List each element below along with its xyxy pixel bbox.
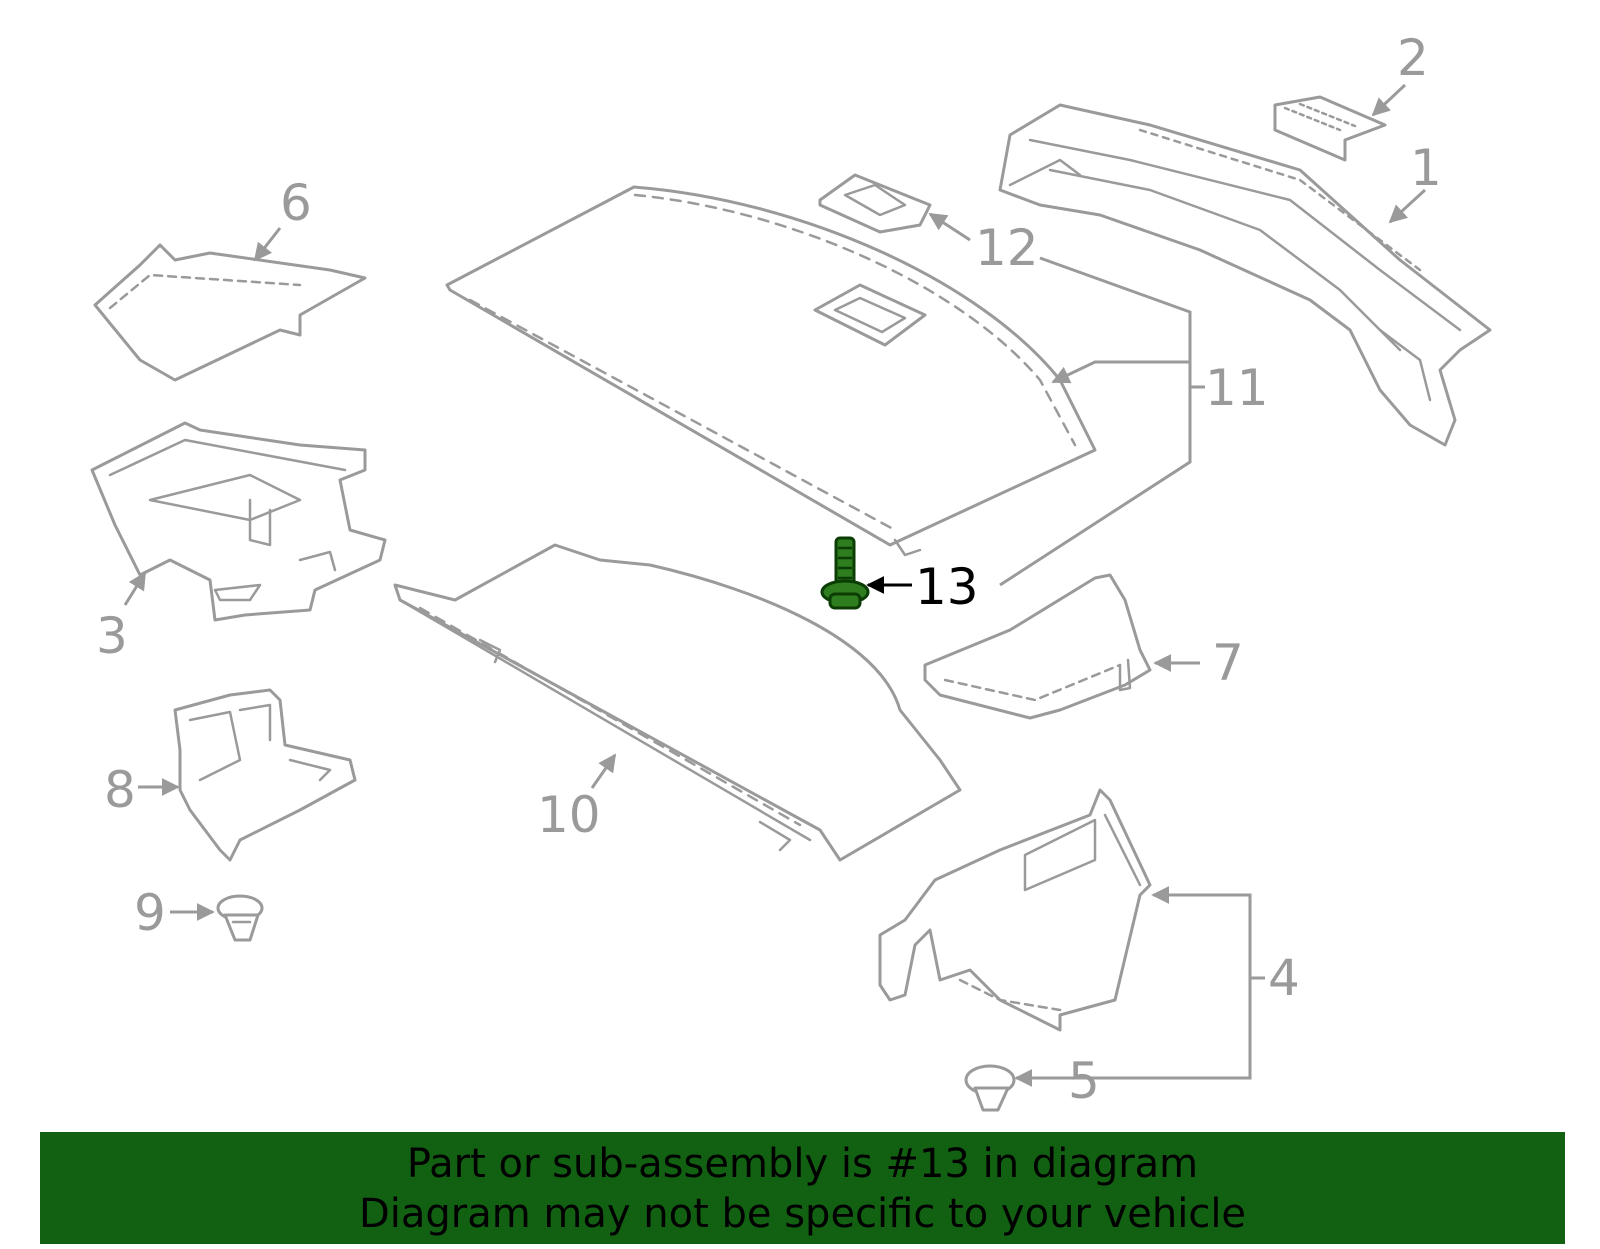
leader-12 <box>928 212 971 242</box>
part-13-bolt <box>820 536 870 610</box>
part-8-bracket <box>173 688 357 862</box>
part-2-vent <box>1273 95 1387 162</box>
callout-8: 8 <box>104 761 136 819</box>
part-3-storage-tray <box>90 421 387 622</box>
leader-6 <box>253 227 282 262</box>
callout-5: 5 <box>1068 1052 1100 1110</box>
callout-6: 6 <box>280 174 312 232</box>
banner-line-2: Diagram may not be specific to your vehi… <box>358 1191 1247 1237</box>
part-1-rear-sill-trim <box>998 103 1492 447</box>
part-6-side-panel <box>93 243 367 382</box>
callout-7: 7 <box>1212 634 1244 692</box>
part-4-side-trim <box>878 788 1152 1032</box>
bracket-4 <box>1063 893 1252 1080</box>
part-11-package-tray <box>445 185 1097 557</box>
part-10-floor-board <box>393 543 962 862</box>
callout-4: 4 <box>1268 949 1300 1007</box>
leader-2 <box>1371 83 1407 117</box>
callout-3: 3 <box>96 607 128 665</box>
leader-1 <box>1388 188 1427 224</box>
callout-12: 12 <box>975 219 1039 277</box>
part-info-banner: Part or sub-assembly is #13 in diagram D… <box>40 1132 1565 1244</box>
part-9-clip <box>216 894 264 942</box>
callout-13: 13 <box>915 558 979 616</box>
part-5-clip <box>964 1064 1016 1112</box>
part-12-grille-cover <box>818 173 932 234</box>
callout-2: 2 <box>1397 29 1429 87</box>
leader-3 <box>123 571 147 606</box>
callout-10: 10 <box>537 786 601 844</box>
leader-11-tray <box>1051 360 1190 384</box>
callout-1: 1 <box>1410 139 1442 197</box>
callout-9: 9 <box>134 884 166 942</box>
callout-11: 11 <box>1205 359 1269 417</box>
part-7-side-panel <box>923 573 1152 720</box>
leader-10 <box>590 753 617 789</box>
banner-line-1: Part or sub-assembly is #13 in diagram <box>406 1141 1199 1187</box>
